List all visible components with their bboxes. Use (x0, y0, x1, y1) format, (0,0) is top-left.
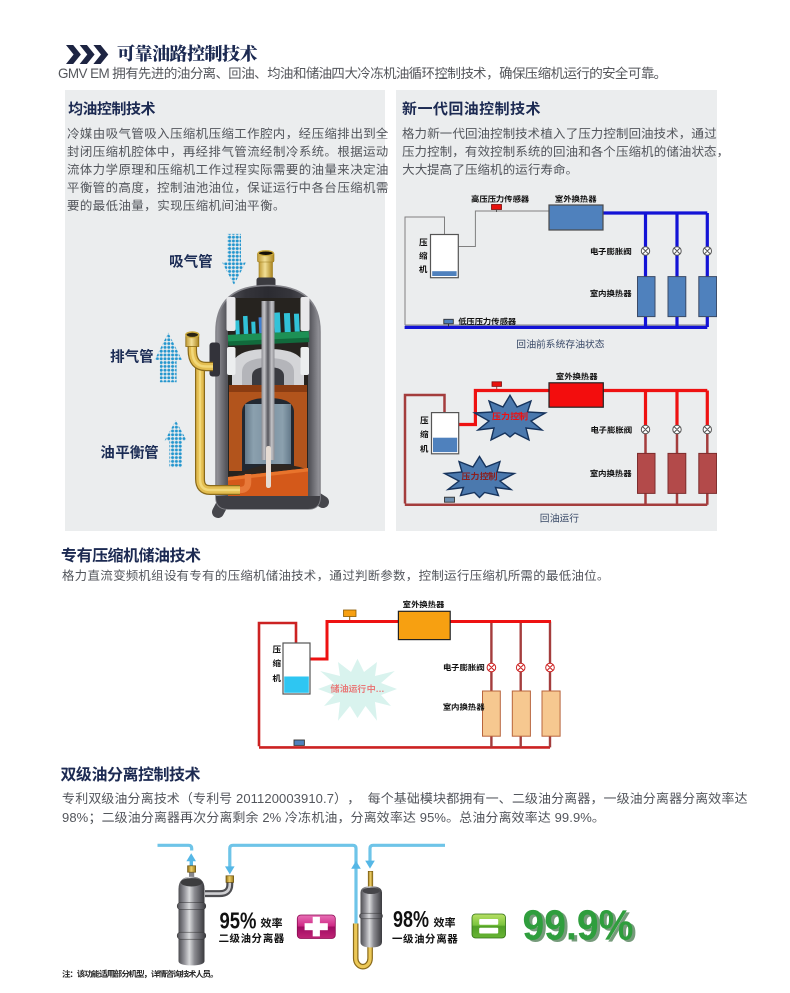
svg-text:回油前系统存油状态: 回油前系统存油状态 (516, 339, 604, 351)
svg-text:室外换热器: 室外换热器 (556, 372, 598, 382)
svg-text:缩: 缩 (419, 430, 429, 440)
svg-text:一级油分离器: 一级油分离器 (392, 933, 458, 946)
svg-text:缩: 缩 (418, 251, 428, 261)
svg-text:压: 压 (419, 238, 428, 248)
svg-text:高压压力传感器: 高压压力传感器 (471, 194, 530, 204)
svg-text:室内换热器: 室内换热器 (443, 702, 485, 712)
svg-text:机: 机 (419, 265, 428, 275)
svg-text:压: 压 (273, 645, 282, 655)
svg-text:缩: 缩 (272, 659, 282, 669)
svg-text:油平衡管: 油平衡管 (101, 444, 159, 461)
svg-text:电子膨胀阀: 电子膨胀阀 (443, 663, 485, 673)
svg-text:95%: 95% (220, 908, 257, 934)
svg-text:回油运行: 回油运行 (540, 513, 579, 525)
svg-text:电子膨胀阀: 电子膨胀阀 (590, 247, 632, 257)
svg-text:排气管: 排气管 (110, 349, 154, 366)
svg-text:压力控制: 压力控制 (461, 471, 497, 482)
svg-text:压力控制: 压力控制 (492, 411, 528, 422)
svg-text:98%: 98% (393, 906, 429, 932)
svg-text:室外换热器: 室外换热器 (555, 194, 597, 204)
svg-text:99.9%: 99.9% (523, 903, 634, 950)
svg-text:压: 压 (420, 416, 429, 426)
svg-text:二级油分离器: 二级油分离器 (219, 932, 285, 945)
svg-text:效率: 效率 (261, 917, 283, 930)
svg-text:电子膨胀阀: 电子膨胀阀 (591, 425, 633, 435)
svg-text:99.9%: 99.9% (526, 905, 637, 952)
svg-text:室内换热器: 室内换热器 (590, 289, 632, 299)
svg-text:室外换热器: 室外换热器 (403, 600, 445, 610)
svg-text:低压压力传感器: 低压压力传感器 (457, 317, 517, 327)
svg-text:效率: 效率 (434, 917, 456, 930)
svg-text:吸气管: 吸气管 (169, 254, 213, 271)
svg-text:机: 机 (420, 444, 429, 454)
svg-text:室内换热器: 室内换热器 (590, 469, 632, 479)
svg-text:机: 机 (273, 674, 282, 684)
svg-text:储油运行中…: 储油运行中… (330, 683, 384, 694)
